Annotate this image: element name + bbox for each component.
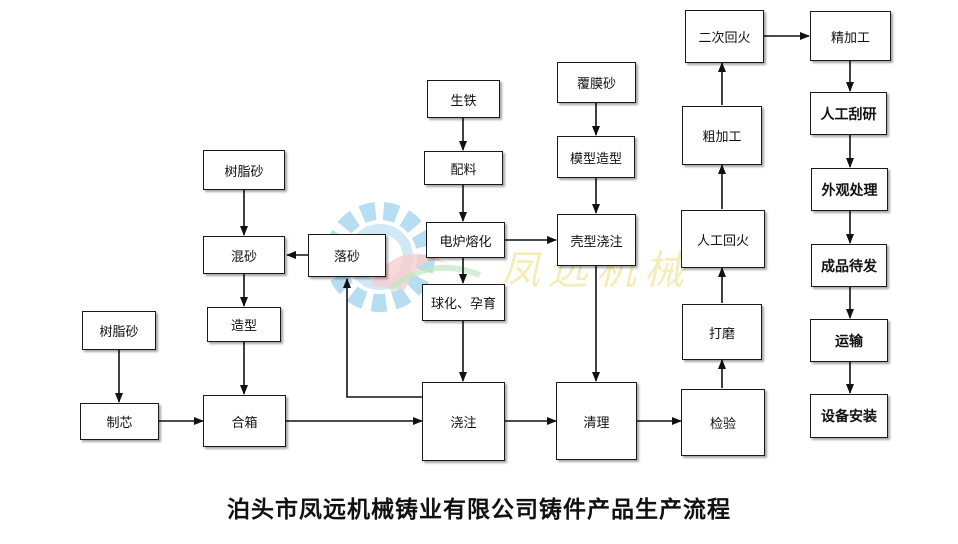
node-jianyan: 检验 [681,389,765,456]
node-moxing: 模型造型 [557,136,635,178]
node-qiuhua: 球化、孕育 [422,284,505,321]
diagram-caption: 泊头市凤远机械铸业有限公司铸件产品生产流程 [227,496,731,523]
node-dianlu: 电炉熔化 [426,222,505,258]
node-shuzhisha-2: 树脂砂 [82,311,156,350]
node-peiliao: 配料 [424,151,503,185]
node-rengonghuihuo: 人工回火 [681,210,765,268]
node-erci: 二次回火 [685,10,764,63]
node-shuzhisha-1: 树脂砂 [203,150,285,190]
node-xiang: 合箱 [203,395,286,447]
node-damo: 打磨 [682,304,762,360]
node-waiguan: 外观处理 [811,168,888,211]
node-luosha: 落砂 [308,234,386,277]
node-jingjiagong: 精加工 [810,11,891,61]
node-anzhuang: 设备安装 [810,394,888,438]
node-jiaozhu: 浇注 [422,382,505,461]
arrow-jiaozhu-luosha [343,278,422,398]
node-guayan: 人工刮研 [810,92,887,135]
node-yunshu: 运输 [810,319,888,362]
node-zaoxing: 造型 [207,307,281,342]
node-qingli: 清理 [556,382,637,460]
node-hunsha: 混砂 [203,236,285,274]
node-cujiagong: 粗加工 [682,106,762,165]
node-chengpin: 成品待发 [811,244,887,287]
node-zhixin: 制芯 [80,403,159,440]
node-shengtie: 生铁 [427,80,500,118]
node-kexing: 壳型浇注 [557,214,636,266]
node-fumosha: 覆膜砂 [557,62,636,103]
